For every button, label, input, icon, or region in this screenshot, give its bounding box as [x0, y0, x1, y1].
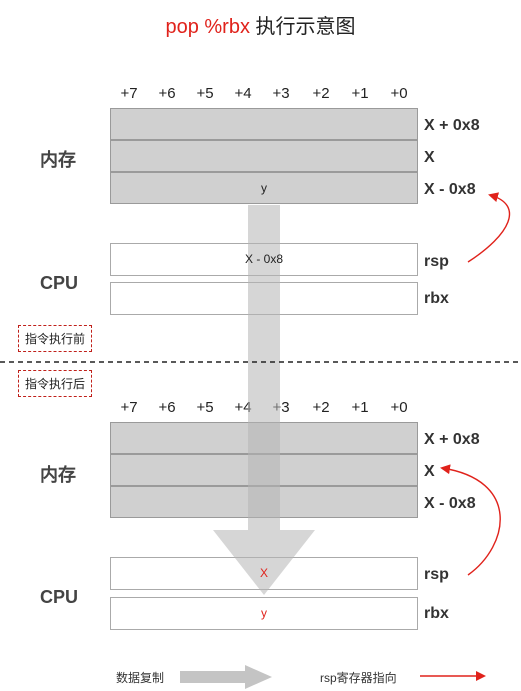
byte-offset: +1 — [351, 85, 369, 102]
memory-row — [110, 140, 418, 172]
register-value: X — [259, 566, 268, 580]
address-label: X + 0x8 — [424, 431, 480, 448]
byte-offset: +6 — [158, 85, 176, 102]
address-label: X - 0x8 — [424, 181, 476, 198]
byte-offset: +5 — [196, 85, 214, 102]
legend-pointer-label: rsp寄存器指向 — [320, 671, 397, 685]
byte-offset: +2 — [312, 85, 330, 102]
memory-label-before: 内存 — [40, 150, 76, 170]
address-label: X — [424, 463, 435, 480]
register-name: rbx — [424, 605, 449, 622]
legend-copy-arrow-icon — [180, 665, 272, 689]
after-tag: 指令执行后 — [18, 370, 93, 397]
memory-row — [110, 108, 418, 140]
register-value: X - 0x8 — [244, 252, 283, 266]
address-label: X — [424, 149, 435, 166]
byte-offset: +6 — [158, 399, 176, 416]
byte-offset: +4 — [234, 399, 252, 416]
byte-offset: +7 — [120, 85, 138, 102]
register-name: rbx — [424, 290, 449, 307]
byte-offset: +5 — [196, 399, 214, 416]
rsp-pointer-arrow-before — [467, 192, 511, 263]
address-label: X - 0x8 — [424, 495, 476, 512]
byte-offset: +1 — [351, 399, 369, 416]
title-instruction: pop %rbx — [165, 16, 250, 38]
before-tag: 指令执行前 — [18, 325, 93, 352]
title-text: 执行示意图 — [255, 16, 356, 38]
byte-offset: +3 — [272, 85, 290, 102]
register-box — [110, 597, 418, 630]
diagram-title: pop %rbx 执行示意图 — [0, 10, 521, 39]
legend-copy-label: 数据复制 — [116, 671, 165, 685]
memory-label-after: 内存 — [40, 465, 76, 485]
byte-offset: +0 — [390, 399, 408, 416]
register-value: y — [261, 606, 267, 620]
rsp-pointer-arrow-after — [440, 464, 501, 576]
byte-offset: +4 — [234, 85, 252, 102]
memory-value: y — [261, 181, 267, 195]
memory-row — [110, 172, 418, 204]
byte-offset: +7 — [120, 399, 138, 416]
cpu-label-after: CPU — [40, 587, 79, 607]
byte-offset: +0 — [390, 85, 408, 102]
address-label: X + 0x8 — [424, 117, 480, 134]
register-name: rsp — [424, 253, 449, 270]
byte-offset: +2 — [312, 399, 330, 416]
cpu-label-before: CPU — [40, 273, 79, 293]
data-copy-arrow — [213, 205, 315, 595]
register-name: rsp — [424, 566, 449, 583]
